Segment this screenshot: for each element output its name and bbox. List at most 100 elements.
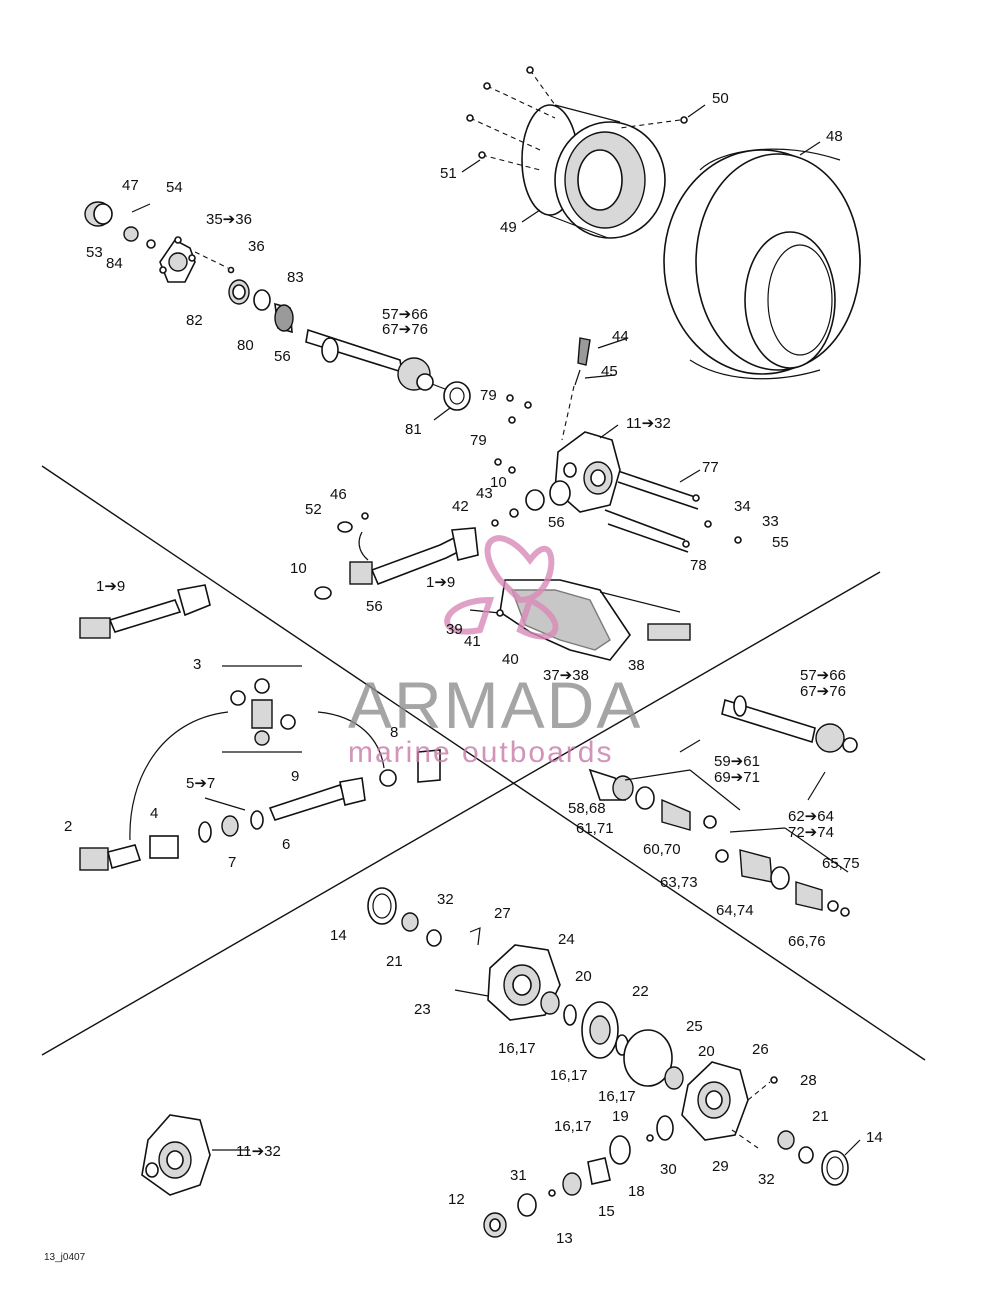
diff-gear-stack (540, 991, 684, 1090)
callout-label-41: 41 (464, 633, 481, 650)
callout-label-24: 24 (558, 931, 575, 948)
callout-label-6070: 60,70 (643, 841, 681, 858)
drive-shaft-upper (305, 328, 471, 411)
u-joint-detail (129, 665, 385, 841)
callout-label-6776a: 67➔76 (382, 321, 428, 338)
gearbox-housing-upper (549, 431, 621, 513)
callout-label-6676: 66,76 (788, 933, 826, 950)
callout-label-36: 36 (248, 238, 265, 255)
callout-label-20a: 20 (575, 968, 592, 985)
callout-label-54: 54 (166, 179, 183, 196)
callout-label-6171: 61,71 (576, 820, 614, 837)
callout-label-6264: 62➔64 (788, 808, 834, 825)
callout-label-14a: 14 (330, 927, 347, 944)
callout-label-1617a: 16,17 (498, 1040, 536, 1057)
diff-housing-26 (681, 1061, 778, 1149)
callout-label-2: 2 (64, 818, 72, 835)
small-parts-hub (123, 203, 156, 249)
drawing-code: 13_j0407 (44, 1252, 86, 1263)
callout-label-78: 78 (690, 557, 707, 574)
callout-label-48: 48 (826, 128, 843, 145)
callout-label-15: 15 (598, 1203, 615, 1220)
hub-flange-35 (159, 236, 235, 283)
watermark-brand: ARMADA (348, 668, 642, 742)
callout-label-33: 33 (762, 513, 779, 530)
callout-label-3738: 37➔38 (543, 667, 589, 684)
callout-label-3: 3 (193, 656, 201, 673)
callout-label-39: 39 (446, 621, 463, 638)
callout-label-23: 23 (414, 1001, 431, 1018)
small-parts-center (337, 489, 545, 561)
callout-label-47: 47 (122, 177, 139, 194)
callout-label-6971: 69➔71 (714, 769, 760, 786)
callout-label-79a: 79 (480, 387, 497, 404)
callout-label-6474: 64,74 (716, 902, 754, 919)
hub-cap-47 (84, 201, 113, 227)
callout-label-21b: 21 (812, 1108, 829, 1125)
callout-label-44: 44 (612, 328, 629, 345)
bolts-77-78 (604, 469, 742, 553)
axle-shaft-right (679, 695, 858, 801)
callout-label-38: 38 (628, 657, 645, 674)
callout-label-18: 18 (628, 1183, 645, 1200)
callout-label-56a: 56 (274, 348, 291, 365)
callout-label-19b: 1➔9 (426, 574, 455, 591)
wheel-fasteners (466, 66, 688, 171)
callout-label-13: 13 (556, 1230, 573, 1247)
callout-label-6: 6 (282, 836, 290, 853)
callout-label-1132b: 11➔32 (236, 1143, 281, 1160)
callout-label-81: 81 (405, 421, 422, 438)
callout-label-4: 4 (150, 805, 158, 822)
callout-label-84: 84 (106, 255, 123, 272)
callout-label-55: 55 (772, 534, 789, 551)
diff-left-bearing-group (367, 887, 442, 947)
skid-plate (469, 579, 691, 661)
callout-label-30: 30 (660, 1161, 677, 1178)
callout-label-20b: 20 (698, 1043, 715, 1060)
callout-label-29: 29 (712, 1158, 729, 1175)
callout-label-80: 80 (237, 337, 254, 354)
callout-label-6373: 63,73 (660, 874, 698, 891)
callout-label-5766b: 57➔66 (800, 667, 846, 684)
callout-label-26: 26 (752, 1041, 769, 1058)
callout-label-31: 31 (510, 1167, 527, 1184)
callout-label-1132a: 11➔32 (626, 415, 671, 432)
callout-label-40: 40 (502, 651, 519, 668)
callout-label-27: 27 (494, 905, 511, 922)
drive-shaft-front (314, 527, 479, 600)
callout-label-32a: 32 (437, 891, 454, 908)
callout-label-7: 7 (228, 854, 236, 871)
callout-label-5868: 58,68 (568, 800, 606, 817)
watermark: ARMADA marine outboards (348, 535, 642, 769)
callout-label-8: 8 (390, 724, 398, 741)
tire (663, 148, 861, 380)
pinion-group (483, 1115, 674, 1238)
cv-boot-group-right (715, 827, 850, 917)
callout-label-42: 42 (452, 498, 469, 515)
watermark-tagline: marine outboards (348, 736, 613, 769)
diff-right-bearing-group (777, 1130, 849, 1186)
callout-label-7274: 72➔74 (788, 824, 834, 841)
callout-label-82: 82 (186, 312, 203, 329)
callout-label-22: 22 (632, 983, 649, 1000)
callout-label-1617d: 16,17 (554, 1118, 592, 1135)
callout-label-56b: 56 (548, 514, 565, 531)
callout-label-6575: 65,75 (822, 855, 860, 872)
callout-label-53: 53 (86, 244, 103, 261)
leader-lines (212, 104, 861, 1156)
section-dividers (41, 465, 926, 1061)
callout-label-77: 77 (702, 459, 719, 476)
callout-label-46: 46 (330, 486, 347, 503)
callout-label-3536: 35➔36 (206, 211, 252, 228)
callout-label-6776b: 67➔76 (800, 683, 846, 700)
callout-label-49: 49 (500, 219, 517, 236)
callout-label-19a: 1➔9 (96, 578, 125, 595)
callout-label-57: 5➔7 (186, 775, 215, 792)
callout-label-52: 52 (305, 501, 322, 518)
callout-label-12: 12 (448, 1191, 465, 1208)
callout-label-28: 28 (800, 1072, 817, 1089)
gearbox-housing-lower (141, 1114, 211, 1196)
callout-label-51: 51 (440, 165, 457, 182)
